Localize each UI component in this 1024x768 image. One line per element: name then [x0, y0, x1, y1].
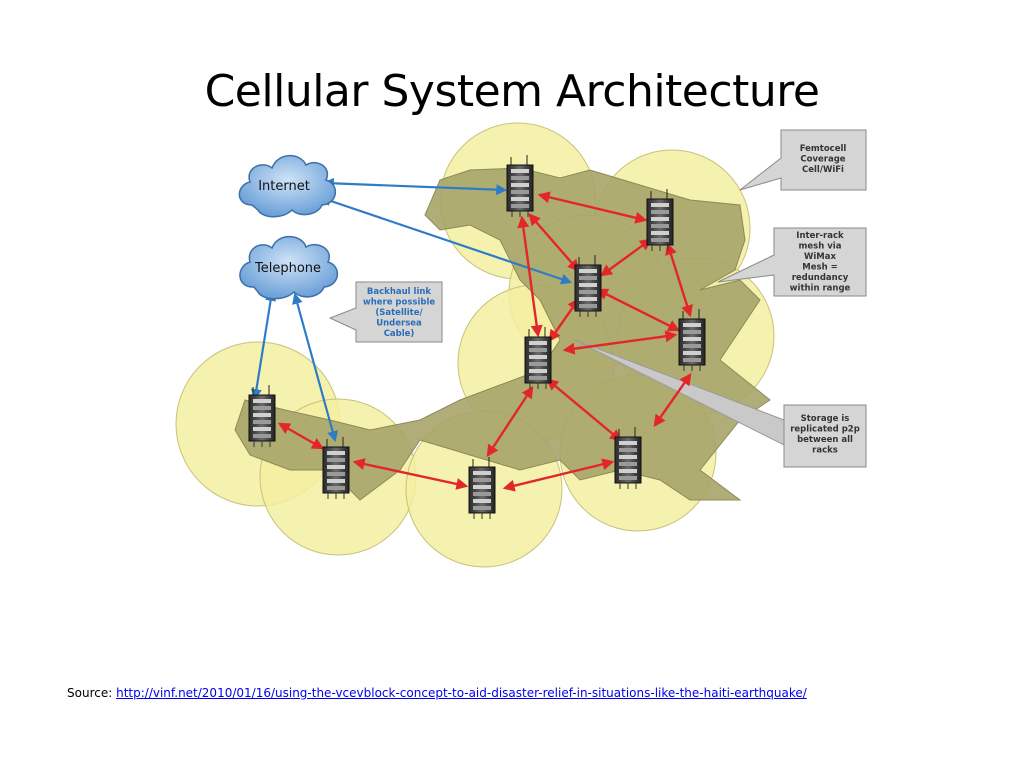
- cloud-label: Telephone: [254, 261, 321, 276]
- callout-line: within range: [790, 284, 851, 294]
- backhaul-link: [292, 292, 338, 443]
- callout-line: Backhaul link: [367, 287, 431, 297]
- callout-line: Cell/WiFi: [802, 165, 844, 175]
- source-line: Source: http://vinf.net/2010/01/16/using…: [67, 686, 807, 700]
- cloud-internet: Internet: [238, 154, 336, 218]
- callout-line: Femtocell: [800, 144, 847, 154]
- mesh-link: [595, 288, 681, 332]
- callout-line: Coverage: [800, 155, 845, 165]
- backhaul-link: [250, 289, 277, 401]
- callout-line: Mesh =: [802, 263, 837, 273]
- mesh-link: [517, 215, 543, 338]
- callout-line: where possible: [363, 298, 436, 308]
- callout-line: Cable): [384, 329, 415, 339]
- callout-line: replicated p2p: [790, 425, 860, 435]
- mesh-link: [562, 330, 678, 355]
- slide-title: Cellular System Architecture: [204, 66, 820, 117]
- callout-line: Undersea: [376, 319, 422, 329]
- source-link[interactable]: http://vinf.net/2010/01/16/using-the-vce…: [116, 686, 807, 700]
- callout-line: Inter-rack: [796, 231, 844, 241]
- server-rack-icon: [506, 155, 534, 217]
- callout-line: racks: [812, 446, 838, 456]
- mesh-link: [502, 458, 615, 492]
- mesh-link: [548, 298, 580, 342]
- callout-line: WiMax: [804, 252, 836, 262]
- source-label: Source:: [67, 686, 113, 700]
- callout-line: (Satellite/: [375, 308, 423, 318]
- mesh-link: [665, 242, 693, 318]
- server-rack-icon: [574, 255, 602, 317]
- server-rack-icon: [322, 437, 350, 499]
- server-rack-icon: [524, 327, 552, 389]
- callout-line: mesh via: [799, 242, 842, 252]
- cloud-icon: [238, 154, 336, 218]
- server-rack-icon: [248, 385, 276, 447]
- cloud-label: Internet: [258, 179, 310, 194]
- mesh-link: [600, 238, 652, 277]
- cloud-icon: [239, 235, 338, 300]
- mesh-link: [537, 191, 648, 224]
- callout-line: redundancy: [792, 273, 849, 283]
- server-rack-icon: [468, 457, 496, 519]
- callout-line: between all: [797, 435, 853, 445]
- server-rack-icon: [614, 427, 642, 489]
- callout-line: Storage is: [801, 414, 850, 424]
- mesh-links: [277, 191, 693, 492]
- mesh-link: [486, 385, 534, 458]
- server-racks: [248, 155, 706, 519]
- mesh-link: [653, 373, 692, 427]
- mesh-link: [352, 458, 469, 490]
- mesh-link: [277, 422, 325, 450]
- mesh-link: [546, 378, 622, 442]
- server-rack-icon: [678, 309, 706, 371]
- server-rack-icon: [646, 189, 674, 251]
- backhaul-link: [322, 177, 508, 196]
- cloud-telephone: Telephone: [239, 235, 338, 300]
